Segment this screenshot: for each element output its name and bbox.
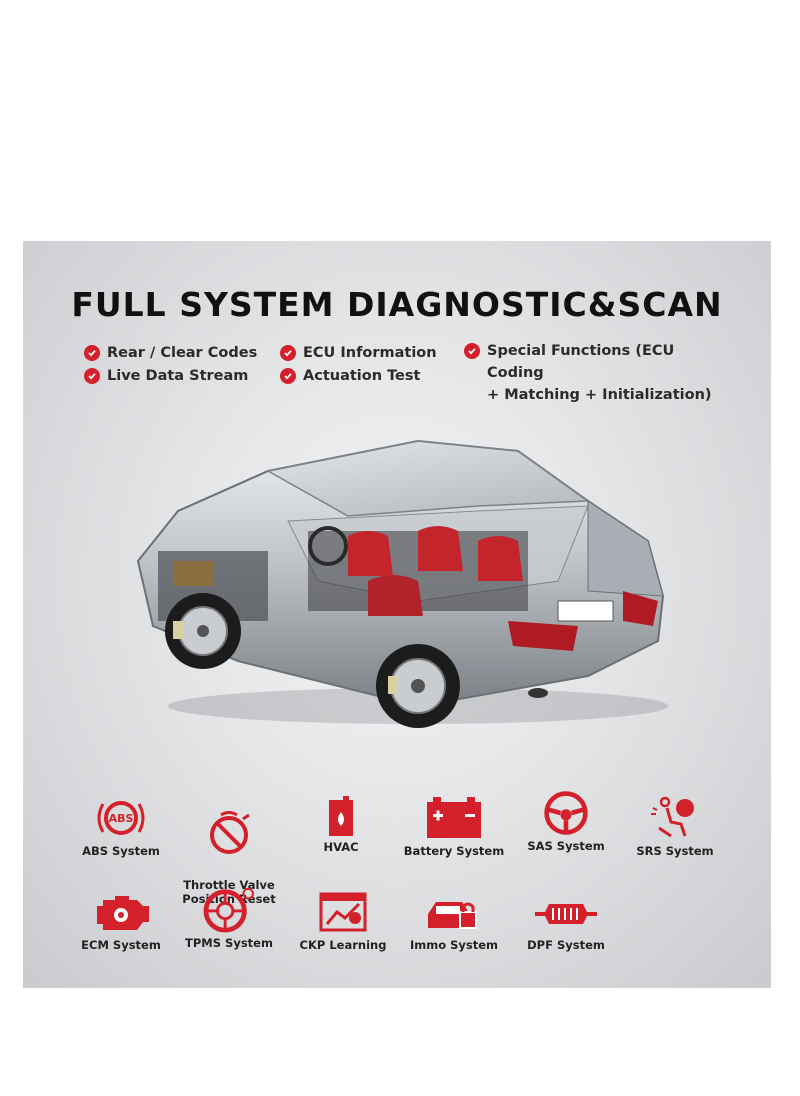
system-label: Immo System bbox=[409, 938, 499, 952]
feature-label: Special Functions (ECU Coding + Matching… bbox=[487, 343, 712, 403]
page-title: FULL SYSTEM DIAGNOSTIC&SCAN bbox=[71, 285, 723, 324]
system-abs: ABS ABS System bbox=[61, 794, 181, 858]
feature-label: Rear / Clear Codes bbox=[107, 345, 258, 361]
system-battery: Battery System bbox=[394, 794, 514, 858]
tire-icon bbox=[203, 887, 254, 933]
system-ckp: CKP Learning bbox=[283, 888, 403, 952]
system-hvac: HVAC bbox=[281, 790, 401, 854]
abs-icon: ABS bbox=[97, 801, 145, 835]
check-icon bbox=[280, 345, 296, 361]
airbag-icon bbox=[651, 796, 694, 838]
throttle-icon bbox=[210, 811, 250, 854]
system-label: ABS System bbox=[82, 844, 160, 858]
system-immo: Immo System bbox=[394, 888, 514, 952]
hvac-icon bbox=[329, 796, 353, 836]
system-label: Battery System bbox=[403, 844, 505, 858]
steering-wheel-icon bbox=[544, 791, 588, 835]
system-label: TPMS System bbox=[185, 936, 273, 950]
system-label: CKP Learning bbox=[299, 938, 387, 952]
system-ecm: ECM System bbox=[61, 888, 181, 952]
check-icon bbox=[464, 343, 480, 359]
system-dpf: DPF System bbox=[506, 888, 626, 952]
system-label: SAS System bbox=[527, 839, 605, 853]
system-tpms: TPMS System bbox=[169, 886, 289, 950]
feature-live-data: Live Data Stream bbox=[84, 365, 248, 387]
check-icon bbox=[280, 368, 296, 384]
system-sas: SAS System bbox=[506, 789, 626, 853]
feature-label: ECU Information bbox=[303, 345, 437, 361]
car-cutaway-illustration bbox=[136, 439, 668, 728]
dpf-icon bbox=[535, 904, 597, 924]
system-label: HVAC bbox=[323, 840, 359, 854]
feature-read-clear-codes: Rear / Clear Codes bbox=[84, 342, 257, 364]
immo-icon bbox=[428, 902, 477, 929]
product-panel: FULL SYSTEM DIAGNOSTIC&SCAN Rear / Clear… bbox=[23, 241, 771, 988]
system-label: ECM System bbox=[81, 938, 161, 952]
system-srs: SRS System bbox=[615, 794, 735, 858]
feature-special-functions: Special Functions (ECU Coding + Matching… bbox=[464, 340, 734, 406]
feature-label: Live Data Stream bbox=[107, 368, 249, 384]
system-label: SRS System bbox=[636, 844, 714, 858]
ckp-icon bbox=[319, 892, 367, 932]
feature-label: Actuation Test bbox=[303, 368, 421, 384]
battery-icon bbox=[427, 797, 481, 838]
feature-ecu-info: ECU Information bbox=[280, 342, 437, 364]
feature-actuation-test: Actuation Test bbox=[280, 365, 420, 387]
check-icon bbox=[84, 345, 100, 361]
check-icon bbox=[84, 368, 100, 384]
engine-icon bbox=[97, 896, 149, 930]
abs-icon-text: ABS bbox=[109, 812, 134, 825]
system-label: DPF System bbox=[527, 938, 605, 952]
